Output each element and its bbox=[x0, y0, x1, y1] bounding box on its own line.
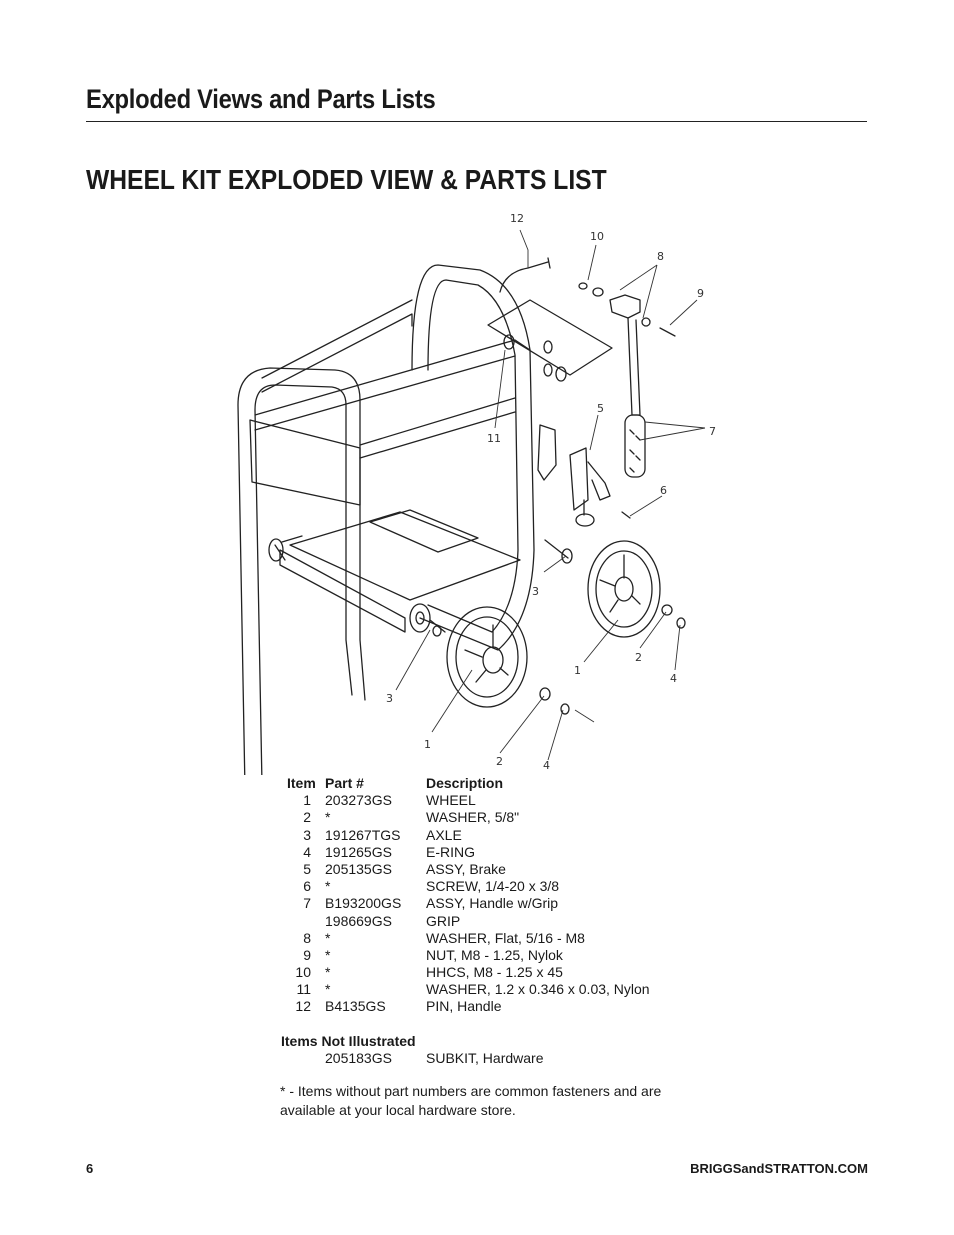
frame-front-loop bbox=[237, 367, 366, 775]
frame-top-rail bbox=[261, 299, 413, 393]
callout-4-front: 4 bbox=[543, 759, 550, 772]
axle-bar-front bbox=[279, 549, 406, 633]
website-link[interactable]: BRIGGSandSTRATTON.COM bbox=[690, 1161, 868, 1176]
callout-11: 11 bbox=[487, 432, 501, 445]
part-number: 191267TGS bbox=[325, 826, 401, 843]
item-number: 6 bbox=[303, 878, 311, 895]
front-wheel bbox=[446, 606, 528, 708]
callout-5: 5 bbox=[597, 402, 604, 415]
part-description: ASSY, Handle w/Grip bbox=[426, 895, 559, 912]
part-description: NUT, M8 - 1.25, Nylok bbox=[426, 946, 563, 963]
part-description: PIN, Handle bbox=[426, 998, 502, 1015]
part-number: 191265GS bbox=[325, 843, 392, 860]
callout-1-front: 1 bbox=[424, 738, 431, 751]
item-number: 11 bbox=[296, 981, 311, 998]
part-number: 203273GS bbox=[325, 792, 392, 809]
rear-wheel bbox=[587, 540, 661, 638]
header-item: Item bbox=[287, 775, 316, 791]
header-description: Description bbox=[426, 775, 504, 791]
parts-row: 205183GS SUBKIT, Hardware bbox=[281, 1050, 543, 1067]
part-description: ASSY, Brake bbox=[426, 860, 506, 877]
callout-10: 10 bbox=[590, 230, 604, 243]
item-number: 10 bbox=[295, 964, 311, 981]
part-number: 198669GS bbox=[325, 912, 392, 929]
part-number: * bbox=[325, 981, 331, 998]
part-description: SUBKIT, Hardware bbox=[426, 1050, 544, 1067]
header-rule bbox=[86, 121, 867, 122]
callout-12: 12 bbox=[510, 212, 524, 225]
callout-1-rear: 1 bbox=[574, 664, 581, 677]
handle-pin bbox=[499, 257, 551, 293]
part-description: HHCS, M8 - 1.25 x 45 bbox=[426, 964, 563, 981]
callout-2-rear: 2 bbox=[635, 651, 642, 664]
callout-6: 6 bbox=[660, 484, 667, 497]
part-number: * bbox=[325, 946, 331, 963]
item-number: 9 bbox=[303, 946, 311, 963]
part-description: WASHER, 5/8" bbox=[426, 809, 520, 826]
item-number: 7 bbox=[303, 895, 311, 912]
part-number: 205183GS bbox=[325, 1050, 392, 1067]
part-number: B4135GS bbox=[325, 998, 386, 1015]
frame-base-tray bbox=[289, 511, 521, 601]
item-number: 12 bbox=[295, 998, 311, 1015]
rear-wheel-bracket bbox=[537, 424, 557, 481]
handle-mount-plate bbox=[487, 299, 613, 376]
part-description: GRIP bbox=[426, 912, 461, 929]
item-number: 1 bbox=[303, 792, 311, 809]
item-number: 5 bbox=[303, 860, 311, 877]
brake-assembly bbox=[569, 447, 589, 511]
callout-4-rear: 4 bbox=[670, 672, 677, 685]
page-number: 6 bbox=[86, 1161, 94, 1176]
part-number: * bbox=[325, 929, 331, 946]
part-number: * bbox=[325, 878, 331, 895]
callout-2-front: 2 bbox=[496, 755, 503, 768]
kit-title: WHEEL KIT EXPLODED VIEW & PARTS LIST bbox=[86, 164, 607, 195]
item-number: 3 bbox=[303, 826, 311, 843]
part-description: E-RING bbox=[426, 843, 475, 860]
item-number: 8 bbox=[303, 929, 311, 946]
wheel-kit-exploded-diagram: 12 10 8 9 5 11 7 6 3 1 2 4 3 1 2 4 bbox=[237, 212, 716, 775]
callout-7: 7 bbox=[709, 425, 716, 438]
part-description: WASHER, Flat, 5/16 - M8 bbox=[426, 929, 585, 946]
callout-3-rear: 3 bbox=[532, 585, 539, 598]
callout-9: 9 bbox=[697, 287, 704, 300]
section-title: Exploded Views and Parts Lists bbox=[86, 84, 436, 114]
callout-3-front: 3 bbox=[386, 692, 393, 705]
items-not-illustrated: Items Not Illustrated 205183GS SUBKIT, H… bbox=[281, 1033, 543, 1067]
part-number: * bbox=[325, 964, 331, 981]
item-number: 4 bbox=[303, 843, 311, 860]
part-number: B193200GS bbox=[325, 895, 402, 912]
part-description: WHEEL bbox=[426, 792, 476, 809]
item-number: 2 bbox=[303, 809, 311, 826]
callout-8: 8 bbox=[657, 250, 664, 263]
header-part: Part # bbox=[325, 775, 364, 791]
part-description: WASHER, 1.2 x 0.346 x 0.03, Nylon bbox=[426, 981, 650, 998]
frame-back-loop bbox=[411, 264, 535, 651]
footnote: * - Items without part numbers are commo… bbox=[280, 1083, 662, 1118]
part-number: 205135GS bbox=[325, 860, 392, 877]
part-number: * bbox=[325, 809, 331, 826]
not-illustrated-title: Items Not Illustrated bbox=[281, 1033, 416, 1049]
part-description: AXLE bbox=[426, 826, 462, 843]
frame-side-panel bbox=[249, 419, 361, 506]
part-description: SCREW, 1/4-20 x 3/8 bbox=[426, 878, 560, 895]
handle-assembly bbox=[609, 294, 641, 319]
